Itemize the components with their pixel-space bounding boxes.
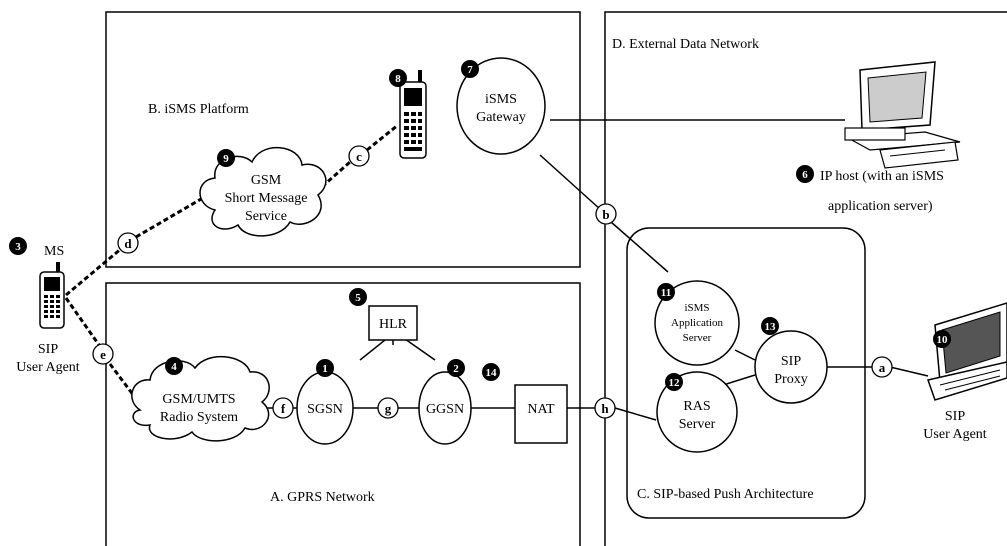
isms-gateway-label-2: Gateway	[476, 110, 526, 125]
badge-14	[482, 363, 500, 381]
badge-2	[447, 359, 465, 377]
sip-push-title: C. SIP-based Push Architecture	[637, 487, 814, 502]
ip-host-label-1: IP host (with an iSMS	[820, 169, 944, 184]
badge-14-label: 14	[486, 367, 498, 379]
gsm-sms-label-1: GSM	[251, 173, 282, 188]
link-d-label: d	[124, 236, 132, 251]
link-g-marker	[377, 397, 399, 419]
badge-12-label: 12	[669, 377, 681, 389]
badge-5-label: 5	[355, 292, 361, 304]
badge-8	[389, 69, 407, 87]
radio-label-2: Radio System	[160, 410, 238, 425]
sip-push-region	[626, 227, 866, 519]
link-f-marker	[272, 397, 294, 419]
badge-3-label: 3	[15, 241, 21, 253]
badge-1-label: 1	[322, 363, 328, 375]
link-h-marker	[594, 397, 616, 419]
link-c-label: c	[356, 149, 362, 164]
link-b-label: b	[602, 207, 609, 222]
isms-app-server-node	[654, 280, 740, 366]
badge-3	[9, 237, 27, 255]
hlr-box	[368, 305, 418, 341]
laptop-caption-1: SIP	[945, 409, 965, 424]
badge-2-label: 2	[453, 363, 459, 375]
link-g-label: g	[385, 401, 392, 416]
badge-11	[657, 283, 675, 301]
gsm-umts-radio-cloud	[131, 355, 270, 442]
ms-caption-1: SIP	[38, 342, 58, 357]
link-e-label: e	[100, 347, 106, 362]
external-network-title: D. External Data Network	[612, 37, 759, 52]
badge-9-label: 9	[223, 153, 229, 165]
badge-9	[217, 149, 235, 167]
badge-11-label: 11	[661, 287, 671, 299]
badge-1	[316, 359, 334, 377]
ip-host-label-2: application server)	[828, 199, 933, 214]
badge-13-label: 13	[765, 321, 777, 333]
nat-label: NAT	[527, 402, 555, 417]
badge-10	[933, 330, 951, 348]
gsm-sms-label-2: Short Message	[225, 191, 308, 206]
link-e-marker	[92, 343, 114, 365]
nat-box	[514, 384, 568, 444]
link-f-label: f	[281, 401, 286, 416]
badge-6-label: 6	[802, 169, 808, 181]
isms-gateway-node	[456, 57, 546, 155]
laptop-icon	[927, 302, 1007, 401]
isms-app-server-label-1: iSMS	[684, 302, 709, 314]
badges	[9, 60, 951, 391]
link-h-label: h	[601, 401, 609, 416]
badge-13	[761, 317, 779, 335]
gprs-network-title: A. GPRS Network	[270, 490, 375, 505]
sip-proxy-label-2: Proxy	[774, 372, 807, 387]
badge-10-label: 10	[937, 334, 949, 346]
badge-4-label: 4	[171, 361, 177, 373]
solid-links	[265, 119, 929, 421]
badge-4	[165, 357, 183, 375]
gsm-sms-cloud	[199, 147, 327, 237]
gsm-sms-label-3: Service	[245, 209, 287, 224]
external-network-region	[604, 11, 1007, 546]
badge-8-label: 8	[395, 73, 401, 85]
link-markers	[92, 145, 893, 419]
isms-app-server-label-3: Server	[683, 332, 712, 344]
sip-proxy-node	[754, 330, 828, 404]
radio-label-1: GSM/UMTS	[162, 392, 235, 407]
badge-5	[349, 288, 367, 306]
badge-7-label: 7	[467, 64, 473, 76]
ms-phone-icon	[39, 262, 65, 329]
isms-platform-title: B. iSMS Platform	[148, 102, 249, 117]
badge-12	[665, 373, 683, 391]
isms-gateway-label-1: iSMS	[485, 92, 517, 107]
ms-caption-2: User Agent	[16, 360, 79, 375]
isms-app-server-label-2: Application	[671, 317, 723, 329]
ggsn-node	[418, 371, 472, 445]
badge-6	[796, 165, 814, 183]
laptop-caption-2: User Agent	[923, 427, 986, 442]
gateway-phone-icon	[399, 70, 427, 159]
ip-host-computer-icon	[844, 61, 961, 169]
sip-proxy-label-1: SIP	[781, 354, 801, 369]
link-a-marker	[871, 356, 893, 378]
gprs-network-region	[105, 282, 581, 546]
ras-server-node	[656, 371, 738, 453]
badge-7	[461, 60, 479, 78]
isms-platform-region	[105, 11, 581, 268]
ras-server-label-2: Server	[679, 417, 716, 432]
link-d-marker	[117, 232, 139, 254]
link-b-marker	[595, 203, 617, 225]
hlr-label: HLR	[379, 317, 408, 332]
ras-server-label-1: RAS	[683, 399, 710, 414]
link-a-label: a	[879, 360, 886, 375]
ms-label: MS	[44, 244, 64, 259]
sgsn-label: SGSN	[307, 402, 343, 417]
ggsn-label: GGSN	[426, 402, 464, 417]
link-c-marker	[348, 145, 370, 167]
